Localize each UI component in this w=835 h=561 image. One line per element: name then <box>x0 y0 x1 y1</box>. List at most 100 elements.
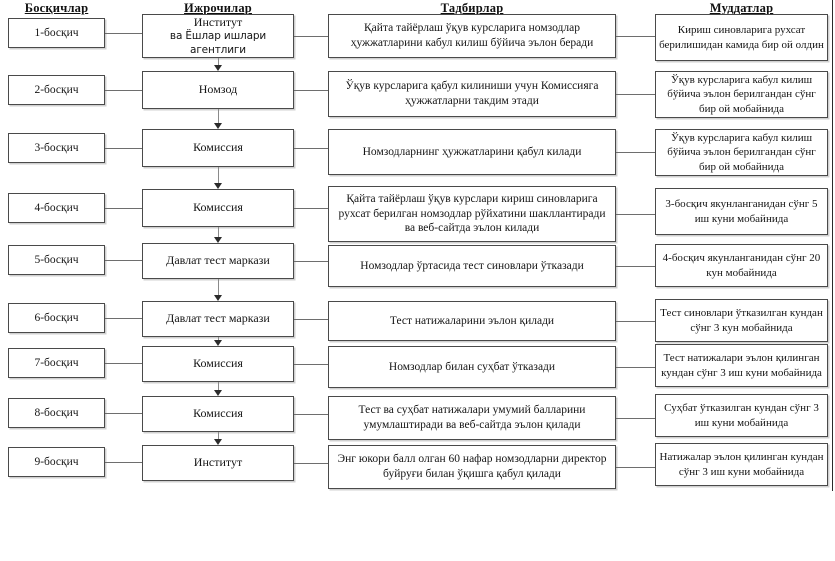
term-box-3-label: Ўқув курсларига кабул килиш бўйича эълон… <box>667 132 816 173</box>
column-header-stages: Босқичлар <box>24 1 89 15</box>
connector-stage-actor-3 <box>105 148 142 149</box>
stage-box-6: 6-босқич <box>8 303 105 333</box>
actor-box-5-label: Давлат тест маркази <box>166 253 270 268</box>
action-box-5-label: Номзодлар ўртасида тест синовлари ўтказа… <box>360 259 584 272</box>
flow-arrow-4-to-5-head <box>214 237 222 243</box>
action-box-1-label: Қайта тайёрлаш ўқув курсларига номзодлар… <box>350 22 594 49</box>
stage-box-7: 7-босқич <box>8 348 105 378</box>
connector-actor-action-9 <box>294 463 328 464</box>
term-box-6-label: Тест синовлари ўтказилган кундан сўнг 3 … <box>660 307 823 334</box>
connector-action-term-4 <box>616 214 655 215</box>
flow-arrow-6-to-7-shaft <box>218 337 219 341</box>
action-box-1: Қайта тайёрлаш ўқув курсларига номзодлар… <box>328 14 616 58</box>
action-box-2: Ўқув курсларига қабул килиниши учун Коми… <box>328 71 616 117</box>
action-box-7: Номзодлар билан суҳбат ўтказади <box>328 346 616 388</box>
flow-arrow-6-to-7-head <box>214 340 222 346</box>
stage-box-7-label: 7-босқич <box>34 356 79 369</box>
action-box-5: Номзодлар ўртасида тест синовлари ўтказа… <box>328 245 616 287</box>
term-box-4: 3-босқич якунланганидан сўнг 5 иш куни м… <box>655 188 828 235</box>
connector-action-term-1 <box>616 36 655 37</box>
term-box-6: Тест синовлари ўтказилган кундан сўнг 3 … <box>655 299 828 342</box>
term-box-5-label: 4-босқич якунланганидан сўнг 20 кун моба… <box>662 252 821 279</box>
flow-arrow-4-to-5-shaft <box>218 227 219 238</box>
stage-box-1: 1-босқич <box>8 18 105 48</box>
actor-box-4: Комиссия <box>142 189 294 227</box>
flow-arrow-2-to-3-head <box>214 123 222 129</box>
connector-action-term-9 <box>616 467 655 468</box>
connector-stage-actor-8 <box>105 413 142 414</box>
connector-action-term-5 <box>616 266 655 267</box>
connector-actor-action-1 <box>294 36 328 37</box>
flow-arrow-1-to-2-shaft <box>218 58 219 66</box>
action-box-9-label: Энг юкори балл олган 60 нафар номзодларн… <box>337 453 607 480</box>
connector-stage-actor-1 <box>105 33 142 34</box>
flow-arrow-2-to-3-shaft <box>218 109 219 124</box>
term-box-9-label: Натижалар эълон қилинган кундан сўнг 3 и… <box>659 451 824 478</box>
action-box-4: Қайта тайёрлаш ўқув курслари кириш синов… <box>328 186 616 242</box>
connector-action-term-2 <box>616 94 655 95</box>
column-header-terms: Муддатлар <box>709 1 774 15</box>
stage-box-8: 8-босқич <box>8 398 105 428</box>
right-margin-rule <box>832 0 833 491</box>
term-box-8: Суҳбат ўтказилган кундан сўнг 3 иш куни … <box>655 394 828 437</box>
stage-box-2-label: 2-босқич <box>34 83 79 96</box>
stage-box-9-label: 9-босқич <box>34 455 79 468</box>
action-box-6-label: Тест натижаларини эълон қилади <box>389 314 555 327</box>
flow-arrow-3-to-4-head <box>214 183 222 189</box>
actor-box-2-label: Номзод <box>198 82 238 97</box>
connector-actor-action-3 <box>294 148 328 149</box>
term-box-7: Тест натижалари эълон қилинган кундан сў… <box>655 344 828 387</box>
stage-box-6-label: 6-босқич <box>34 311 79 324</box>
actor-box-6: Давлат тест маркази <box>142 301 294 337</box>
term-box-4-label: 3-босқич якунланганидан сўнг 5 иш куни м… <box>665 198 818 225</box>
flow-arrow-1-to-2-head <box>214 65 222 71</box>
flow-arrow-8-to-9-shaft <box>218 432 219 440</box>
flow-arrow-3-to-4-shaft <box>218 167 219 184</box>
connector-actor-action-7 <box>294 364 328 365</box>
term-box-5: 4-босқич якунланганидан сўнг 20 кун моба… <box>655 244 828 287</box>
actor-box-5: Давлат тест маркази <box>142 243 294 279</box>
actor-box-2: Номзод <box>142 71 294 109</box>
term-box-1: Кириш синовларига рухсат берилишидан кам… <box>655 14 828 61</box>
connector-actor-action-8 <box>294 414 328 415</box>
term-box-3: Ўқув курсларига кабул килиш бўйича эълон… <box>655 129 828 176</box>
connector-stage-actor-7 <box>105 363 142 364</box>
actor-box-1-label: Институт <box>193 14 243 29</box>
action-box-7-label: Номзодлар билан суҳбат ўтказади <box>388 360 556 373</box>
stage-box-4-label: 4-босқич <box>34 201 79 214</box>
actor-box-8: Комиссия <box>142 396 294 432</box>
flow-arrow-5-to-6-shaft <box>218 279 219 296</box>
term-box-7-label: Тест натижалари эълон қилинган кундан сў… <box>661 352 822 379</box>
stage-box-3: 3-босқич <box>8 133 105 163</box>
connector-action-term-6 <box>616 321 655 322</box>
term-box-9: Натижалар эълон қилинган кундан сўнг 3 и… <box>655 443 828 486</box>
term-box-2: Ўқув курсларига кабул килиш бўйича эълон… <box>655 71 828 118</box>
connector-stage-actor-2 <box>105 90 142 91</box>
actor-box-7-label: Комиссия <box>193 356 243 371</box>
actor-box-3-label: Комиссия <box>193 140 243 155</box>
connector-stage-actor-9 <box>105 462 142 463</box>
connector-actor-action-2 <box>294 90 328 91</box>
stage-box-2: 2-босқич <box>8 75 105 105</box>
stage-box-3-label: 3-босқич <box>34 141 79 154</box>
connector-action-term-3 <box>616 152 655 153</box>
connector-stage-actor-6 <box>105 318 142 319</box>
actor-box-7: Комиссия <box>142 346 294 382</box>
action-box-3-label: Номзодларнинг ҳужжатларини қабул килади <box>362 145 582 158</box>
term-box-2-label: Ўқув курсларига кабул килиш бўйича эълон… <box>667 74 816 115</box>
action-box-4-label: Қайта тайёрлаш ўқув курслари кириш синов… <box>338 192 606 235</box>
stage-box-5: 5-босқич <box>8 245 105 275</box>
flow-arrow-8-to-9-head <box>214 439 222 445</box>
connector-stage-actor-4 <box>105 208 142 209</box>
connector-actor-action-6 <box>294 319 328 320</box>
actor-box-4-label: Комиссия <box>193 200 243 215</box>
action-box-8-label: Тест ва суҳбат натижалари умумий баллари… <box>358 404 586 431</box>
actor-box-1-sublabel: ва Ёшлар ишлари агентлиги <box>169 30 267 56</box>
actor-box-3: Комиссия <box>142 129 294 167</box>
stage-box-8-label: 8-босқич <box>34 406 79 419</box>
connector-action-term-8 <box>616 418 655 419</box>
connector-actor-action-5 <box>294 261 328 262</box>
flow-arrow-7-to-8-head <box>214 390 222 396</box>
